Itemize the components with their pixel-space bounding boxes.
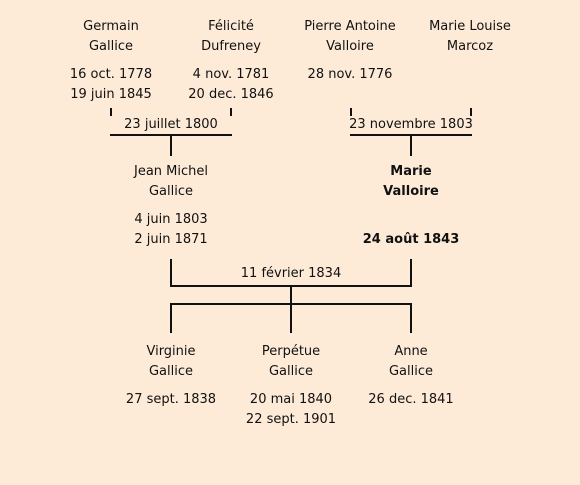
birth-date: 20 mai 1840: [249, 392, 333, 407]
birth-date: 4 juin 1803: [134, 212, 208, 227]
birth-date: 16 oct. 1778: [69, 67, 153, 82]
last-name: Gallice: [88, 39, 134, 54]
person-pierre-antoine-valloire: Pierre Antoine Valloire 28 nov. 1776: [275, 17, 425, 85]
birth-date: 27 sept. 1838: [125, 392, 217, 407]
person-germain-gallice: Germain Gallice 16 oct. 1778 19 juin 184…: [36, 17, 186, 105]
person-virginie-gallice: Virginie Gallice 27 sept. 1838: [96, 342, 246, 410]
first-name: Germain: [83, 19, 139, 34]
person-marie-valloire: Marie Valloire 24 août 1843: [336, 162, 486, 250]
person-jean-michel-gallice: Jean Michel Gallice 4 juin 1803 2 juin 1…: [96, 162, 246, 250]
union-date-parents: 11 février 1834: [216, 265, 366, 283]
last-name: Valloire: [326, 39, 374, 54]
death-date: 2 juin 1871: [134, 232, 208, 247]
last-name: Gallice: [148, 184, 194, 199]
birth-date: 26 dec. 1841: [368, 392, 454, 407]
first-name: Anne: [394, 344, 428, 359]
first-name: Jean Michel: [134, 164, 208, 179]
last-name: Gallice: [148, 364, 194, 379]
birth-date: 4 nov. 1781: [192, 67, 270, 82]
first-name: Marie: [390, 164, 432, 179]
last-name: Valloire: [383, 184, 439, 199]
first-name: Marie Louise: [429, 19, 511, 34]
first-name: Pierre Antoine: [304, 19, 396, 34]
person-anne-gallice: Anne Gallice 26 dec. 1841: [336, 342, 486, 410]
last-name: Gallice: [388, 364, 434, 379]
death-date: 22 sept. 1901: [245, 412, 337, 427]
person-felicite-dufreney: Félicité Dufreney 4 nov. 1781 20 dec. 18…: [156, 17, 306, 105]
last-name: Gallice: [268, 364, 314, 379]
birth-date: 28 nov. 1776: [307, 67, 393, 82]
death-date: 19 juin 1845: [70, 87, 152, 102]
last-name: Marcoz: [446, 39, 494, 54]
death-date: 20 dec. 1846: [188, 87, 274, 102]
first-name: Virginie: [146, 344, 196, 359]
first-name: Perpétue: [261, 344, 321, 359]
union-date-right: 23 novembre 1803: [336, 116, 486, 134]
birth-date: [336, 210, 486, 230]
death-date: 24 août 1843: [362, 232, 460, 247]
last-name: Dufreney: [201, 39, 261, 54]
union-date-left: 23 juillet 1800: [96, 116, 246, 134]
person-marie-louise-marcoz: Marie Louise Marcoz: [395, 17, 545, 57]
person-perpetue-gallice: Perpétue Gallice 20 mai 1840 22 sept. 19…: [216, 342, 366, 430]
first-name: Félicité: [208, 19, 254, 34]
